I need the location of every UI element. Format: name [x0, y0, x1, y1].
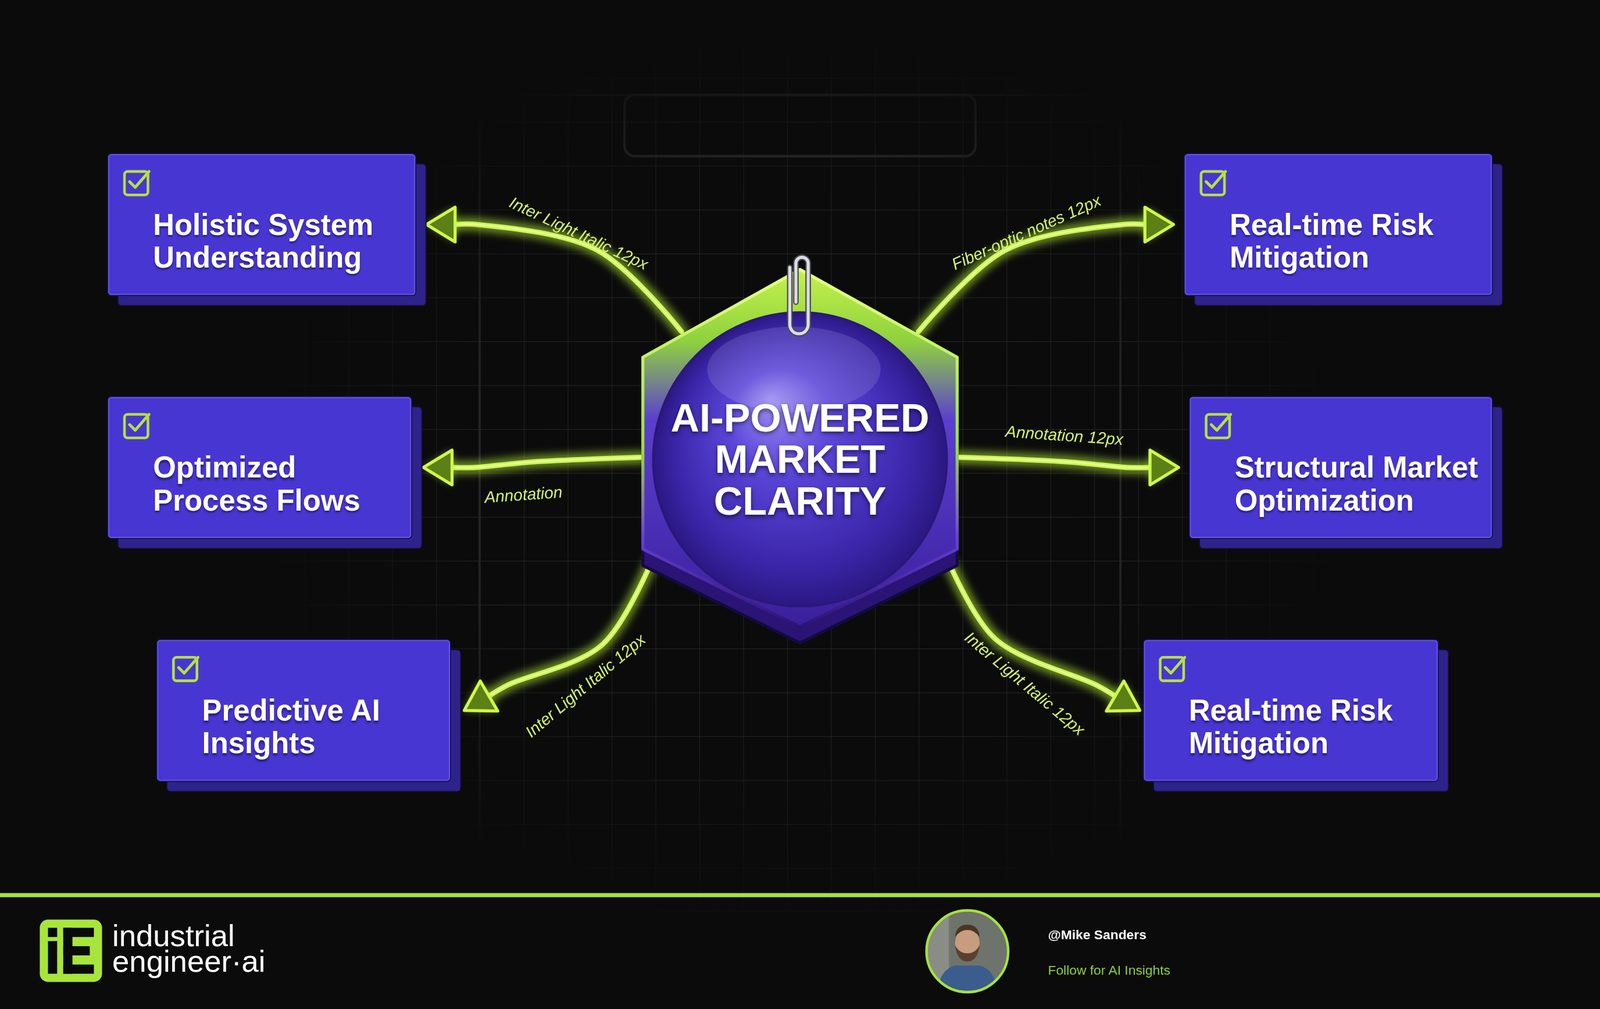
arrowhead-glow	[1106, 680, 1140, 712]
connector	[488, 558, 653, 696]
connector	[452, 456, 642, 468]
box-title: Predictive AI Insights	[202, 693, 458, 759]
arrowhead	[1106, 680, 1140, 712]
avatar-shirt	[936, 965, 998, 995]
connector-glow	[959, 456, 1150, 468]
connector-label: Inter Light Italic 12px	[522, 630, 650, 742]
check-icon	[171, 654, 200, 683]
connector-label: Inter Light Italic 12px	[506, 193, 651, 274]
logo-icon	[39, 919, 102, 982]
connector-glow	[947, 558, 1116, 696]
footer-rule	[0, 893, 1600, 898]
check-icon	[1198, 168, 1228, 198]
check-mark	[129, 414, 149, 431]
connector-label: Annotation 12px	[1004, 422, 1124, 450]
check-mark	[129, 171, 149, 188]
arrowhead-glow	[1150, 450, 1179, 485]
check-icon	[122, 411, 152, 440]
box-title: Real-time Risk Mitigation	[1188, 693, 1445, 759]
benefit-box: Structural Market Optimization	[1188, 395, 1494, 539]
paperclip-shadow	[789, 256, 809, 334]
avatar-beard	[955, 944, 980, 962]
avatar-hair	[955, 924, 980, 937]
check-icon	[122, 168, 152, 198]
box-title: Structural Market Optimization	[1234, 451, 1491, 517]
connector-label: Annotation	[483, 483, 563, 507]
connector-glow	[455, 223, 682, 332]
check-icon	[1204, 411, 1233, 440]
box-title: Optimized Process Flows	[152, 451, 409, 517]
connector	[455, 223, 682, 332]
logo-wordmark: engineer·ai	[112, 947, 266, 975]
logo-glyph	[63, 927, 95, 937]
follow-note: Follow for AI Insights	[1047, 962, 1171, 979]
connector-glow	[452, 456, 642, 468]
arrowhead-glow	[1144, 206, 1174, 242]
arrowhead-glow	[423, 450, 452, 485]
connector-core	[488, 558, 653, 696]
avatar-ring	[926, 910, 1009, 992]
sphere	[652, 312, 947, 606]
connector-core	[959, 456, 1150, 468]
connector-label: Fiber-optic notes 12px	[949, 191, 1105, 274]
author-handle: @Mike Sanders	[1047, 926, 1146, 944]
connector-group	[423, 450, 641, 485]
logo-wordmark: industrial	[112, 922, 235, 950]
check-mark	[1211, 414, 1231, 431]
arrowhead	[426, 206, 456, 242]
logo-glyph	[47, 927, 57, 937]
connector-core	[452, 456, 642, 468]
arrowhead-glow	[426, 206, 456, 242]
box-title: Holistic System Understanding	[152, 208, 409, 274]
arrowhead	[423, 450, 452, 485]
arrowhead	[1150, 450, 1179, 485]
benefit-box: Optimized Process Flows	[106, 395, 413, 539]
benefit-box: Real-time Risk Mitigation	[1143, 638, 1439, 782]
check-mark	[1165, 656, 1185, 673]
logo-glyph	[63, 964, 95, 974]
hub-hexagon: AI-POWERED MARKET CLARITY	[640, 267, 960, 645]
connector	[959, 456, 1150, 468]
logo-glyph	[63, 945, 91, 956]
paperclip	[789, 256, 809, 334]
connector-core	[455, 223, 682, 332]
check-icon	[1158, 654, 1187, 683]
box-title: Real-time Risk Mitigation	[1229, 208, 1485, 274]
arrowhead-glow	[464, 680, 498, 712]
logo-glyph	[47, 940, 57, 974]
connector-core	[947, 558, 1116, 696]
connector	[947, 558, 1116, 696]
connector-glow	[488, 558, 653, 696]
arrowhead	[1144, 206, 1174, 242]
benefit-box: Real-time Risk Mitigation	[1183, 152, 1494, 296]
hub-title: AI-POWERED MARKET CLARITY	[662, 396, 938, 523]
connector-group	[464, 558, 653, 712]
clipboard-outline	[479, 94, 1121, 912]
connector-group	[959, 450, 1179, 485]
benefit-box: Predictive AI Insights	[156, 638, 452, 782]
arrowhead	[464, 680, 498, 712]
check-mark	[178, 656, 198, 673]
clipboard-tab	[624, 94, 976, 156]
benefit-box: Holistic System Understanding	[106, 152, 417, 296]
check-mark	[1206, 171, 1226, 188]
hexagon-face	[643, 269, 958, 627]
avatar-background	[923, 908, 1016, 1000]
connector-label: Inter Light Italic 12px	[961, 628, 1089, 740]
